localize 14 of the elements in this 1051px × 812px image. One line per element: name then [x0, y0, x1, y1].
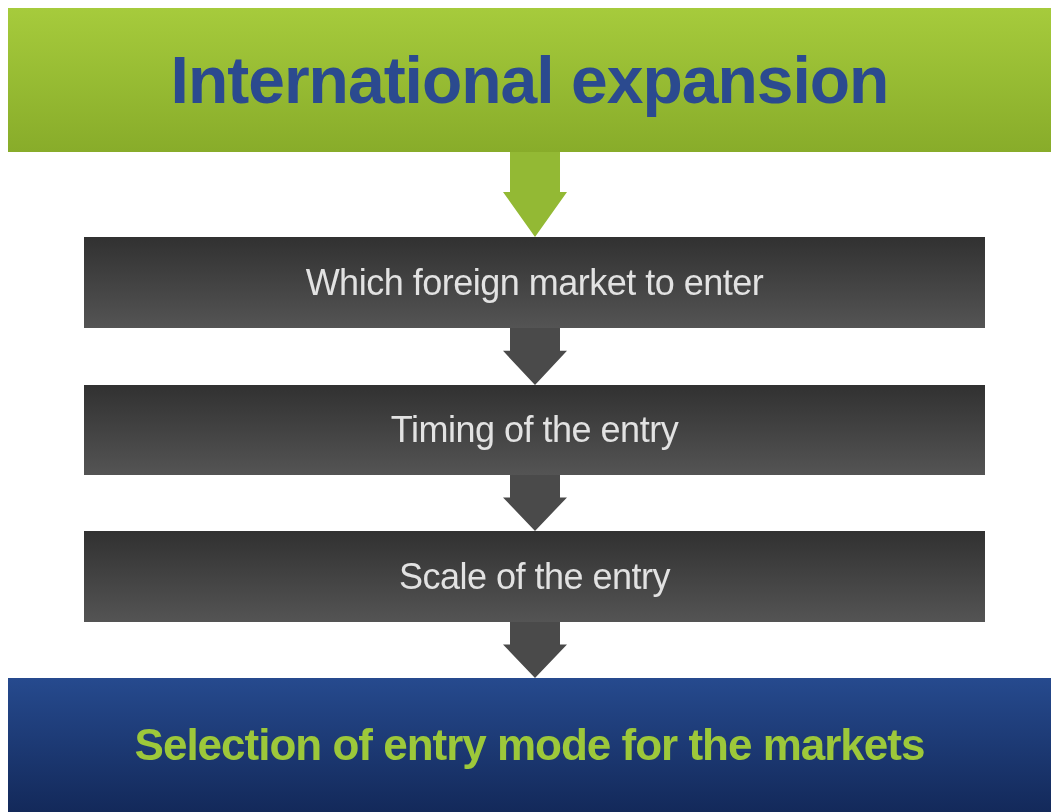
block-arrow — [503, 328, 567, 385]
step-box — [84, 237, 985, 328]
box-label: Scale of the entry — [398, 555, 671, 598]
block-arrow — [503, 622, 567, 678]
block-arrow — [503, 475, 567, 531]
step-box — [84, 531, 985, 622]
box-label: Which foreign market to enter — [305, 261, 764, 304]
step-box — [84, 385, 985, 475]
banner-box — [8, 678, 1051, 812]
box-label: Timing of the entry — [390, 409, 679, 451]
box-label: Selection of entry mode for the markets — [134, 720, 925, 770]
title-text: International expansion — [170, 42, 889, 118]
banner-box — [8, 8, 1051, 152]
block-arrow — [503, 152, 567, 237]
